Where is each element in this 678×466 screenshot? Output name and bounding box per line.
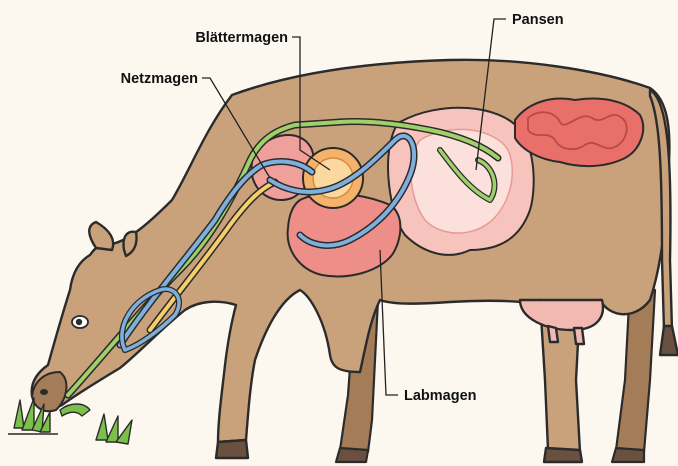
cow-far-legs — [336, 285, 655, 462]
label-blaettermagen: Blättermagen — [195, 30, 288, 46]
label-labmagen: Labmagen — [404, 388, 477, 404]
label-pansen: Pansen — [512, 12, 564, 28]
grass-icon — [8, 398, 132, 444]
label-netzmagen: Netzmagen — [121, 71, 198, 87]
